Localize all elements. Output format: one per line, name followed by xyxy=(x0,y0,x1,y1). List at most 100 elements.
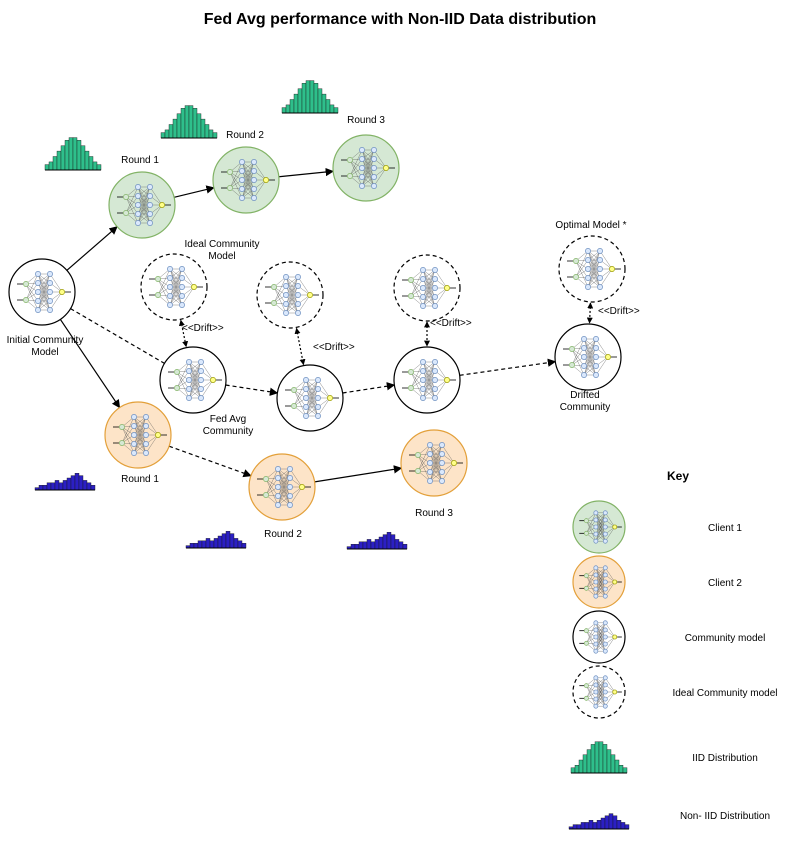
histogram-bar xyxy=(325,99,331,114)
histogram-bar xyxy=(374,539,380,550)
histogram-bar xyxy=(358,541,364,550)
histogram-bar xyxy=(197,540,203,549)
node-c2r3 xyxy=(400,429,468,497)
histogram-bar xyxy=(200,118,206,139)
histogram-bar xyxy=(46,482,52,491)
histogram-bar xyxy=(574,765,580,774)
histogram-bar xyxy=(204,124,210,139)
key-label-noniid: Non- IID Distribution xyxy=(680,811,770,822)
key-symbol-ideal xyxy=(572,665,626,719)
histogram-bar xyxy=(241,543,247,549)
histogram-bar xyxy=(88,156,94,171)
histogram-bar xyxy=(570,767,576,774)
noniid-histogram xyxy=(185,531,247,549)
histogram-bar xyxy=(229,533,235,549)
node-label-c2r2: Round 2 xyxy=(264,529,302,540)
histogram-bar xyxy=(350,544,356,550)
node-fa4 xyxy=(554,323,622,391)
iid-histogram xyxy=(44,137,102,171)
edge-initial-c2r1 xyxy=(59,319,121,409)
histogram-bar xyxy=(180,108,186,139)
neural-net-icon xyxy=(168,359,222,401)
histogram-bar xyxy=(600,817,606,830)
histogram-bar xyxy=(42,485,48,491)
histogram-bar xyxy=(164,129,170,139)
key-label-client2: Client 2 xyxy=(708,578,742,589)
histogram-bar xyxy=(293,93,299,114)
histogram-bar xyxy=(382,534,388,550)
node-fa2 xyxy=(276,364,344,432)
key-label-ideal: Ideal Community model xyxy=(672,688,777,699)
drift-label: <<Drift>> xyxy=(182,323,224,334)
histogram-bar xyxy=(366,539,372,550)
histogram-bar xyxy=(92,161,98,171)
histogram-bar xyxy=(168,124,174,139)
node-c1r1 xyxy=(108,171,176,239)
histogram-bar xyxy=(64,140,70,171)
drift-label: <<Drift>> xyxy=(430,318,472,329)
noniid-histogram xyxy=(34,473,96,491)
neural-net-icon xyxy=(341,147,395,189)
histogram-bar xyxy=(70,475,76,491)
drift-connector xyxy=(294,327,306,366)
histogram-bar xyxy=(398,541,404,550)
histogram-bar xyxy=(62,480,68,491)
histogram-bar xyxy=(76,140,82,171)
histogram-bar xyxy=(208,129,214,139)
histogram-bar xyxy=(582,754,588,774)
histogram-bar xyxy=(213,538,219,549)
neural-net-icon xyxy=(563,336,617,378)
key-heading: Key xyxy=(667,469,689,483)
node-fa3 xyxy=(393,346,461,414)
neural-net-icon xyxy=(409,442,463,484)
neural-net-icon xyxy=(402,359,456,401)
neural-net-icon xyxy=(579,675,622,709)
histograms-layer xyxy=(34,80,408,550)
histogram-bar xyxy=(386,532,392,550)
histogram-bar xyxy=(184,105,190,139)
histogram-bar xyxy=(362,541,368,550)
key-symbol-client1 xyxy=(572,500,626,554)
key-iid-histogram xyxy=(570,741,628,774)
histogram-bar xyxy=(289,99,295,114)
histogram-bar xyxy=(221,533,227,549)
histogram-bar xyxy=(584,822,590,830)
histogram-bar xyxy=(606,749,612,774)
histogram-bar xyxy=(576,824,582,830)
drift-connector xyxy=(178,319,189,348)
histogram-bar xyxy=(188,105,194,139)
histogram-bar xyxy=(618,765,624,774)
histogram-bar xyxy=(333,107,339,114)
histogram-bar xyxy=(52,156,58,171)
node-fa1 xyxy=(159,346,227,414)
histogram-bar xyxy=(590,744,596,774)
node-ideal2 xyxy=(256,261,324,329)
drift-label: <<Drift>> xyxy=(313,342,355,353)
neural-net-icon xyxy=(113,414,167,456)
histogram-bar xyxy=(317,88,323,114)
histogram-bar xyxy=(394,539,400,550)
key-label-iid: IID Distribution xyxy=(692,753,758,764)
histogram-bar xyxy=(596,820,602,830)
histogram-bar xyxy=(305,80,311,114)
histogram-bar xyxy=(74,473,80,491)
histogram-bar xyxy=(82,480,88,491)
node-label-c2r3: Round 3 xyxy=(415,508,453,519)
neural-net-icon xyxy=(285,377,339,419)
drift-connector xyxy=(586,302,594,324)
histogram-bar xyxy=(616,820,622,830)
histogram-bar xyxy=(217,535,223,549)
histogram-bar xyxy=(578,759,584,774)
edge-c2r2-c2r3 xyxy=(314,465,403,483)
histogram-bar xyxy=(237,540,243,549)
histogram-bar xyxy=(624,824,630,830)
histogram-bar xyxy=(614,759,620,774)
histogram-bar xyxy=(378,536,384,550)
histogram-bar xyxy=(602,744,608,774)
